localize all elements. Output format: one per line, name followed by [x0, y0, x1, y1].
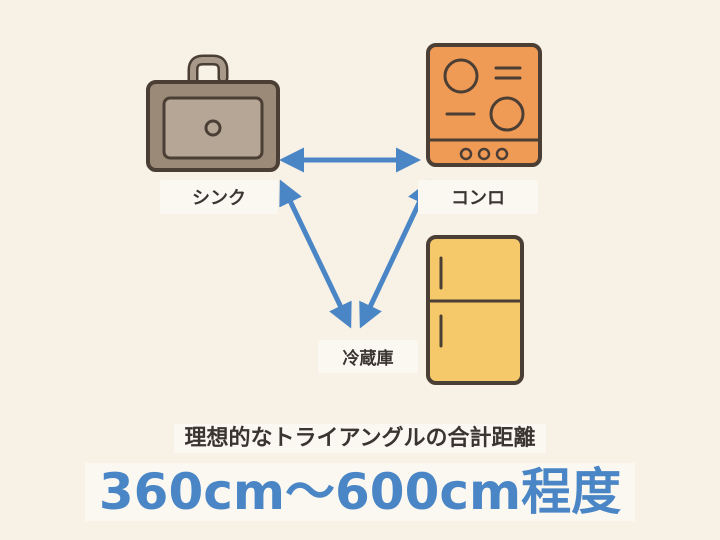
kitchen-sink-icon	[146, 54, 280, 172]
caption-description-text: 理想的なトライアングルの合計距離	[174, 424, 546, 453]
stove-label: コンロ	[418, 180, 538, 214]
induction-stove-icon	[426, 43, 542, 167]
refrigerator-icon	[426, 235, 524, 385]
caption-range: 360cm～600cm程度	[0, 452, 720, 524]
arrow-sink-fridge	[279, 179, 352, 329]
arrow-stove-fridge	[359, 179, 431, 329]
caption-range-text: 360cm～600cm程度	[84, 463, 636, 521]
sink-label: シンク	[160, 180, 278, 214]
caption-description: 理想的なトライアングルの合計距離	[0, 420, 720, 453]
fridge-label: 冷蔵庫	[318, 340, 418, 373]
